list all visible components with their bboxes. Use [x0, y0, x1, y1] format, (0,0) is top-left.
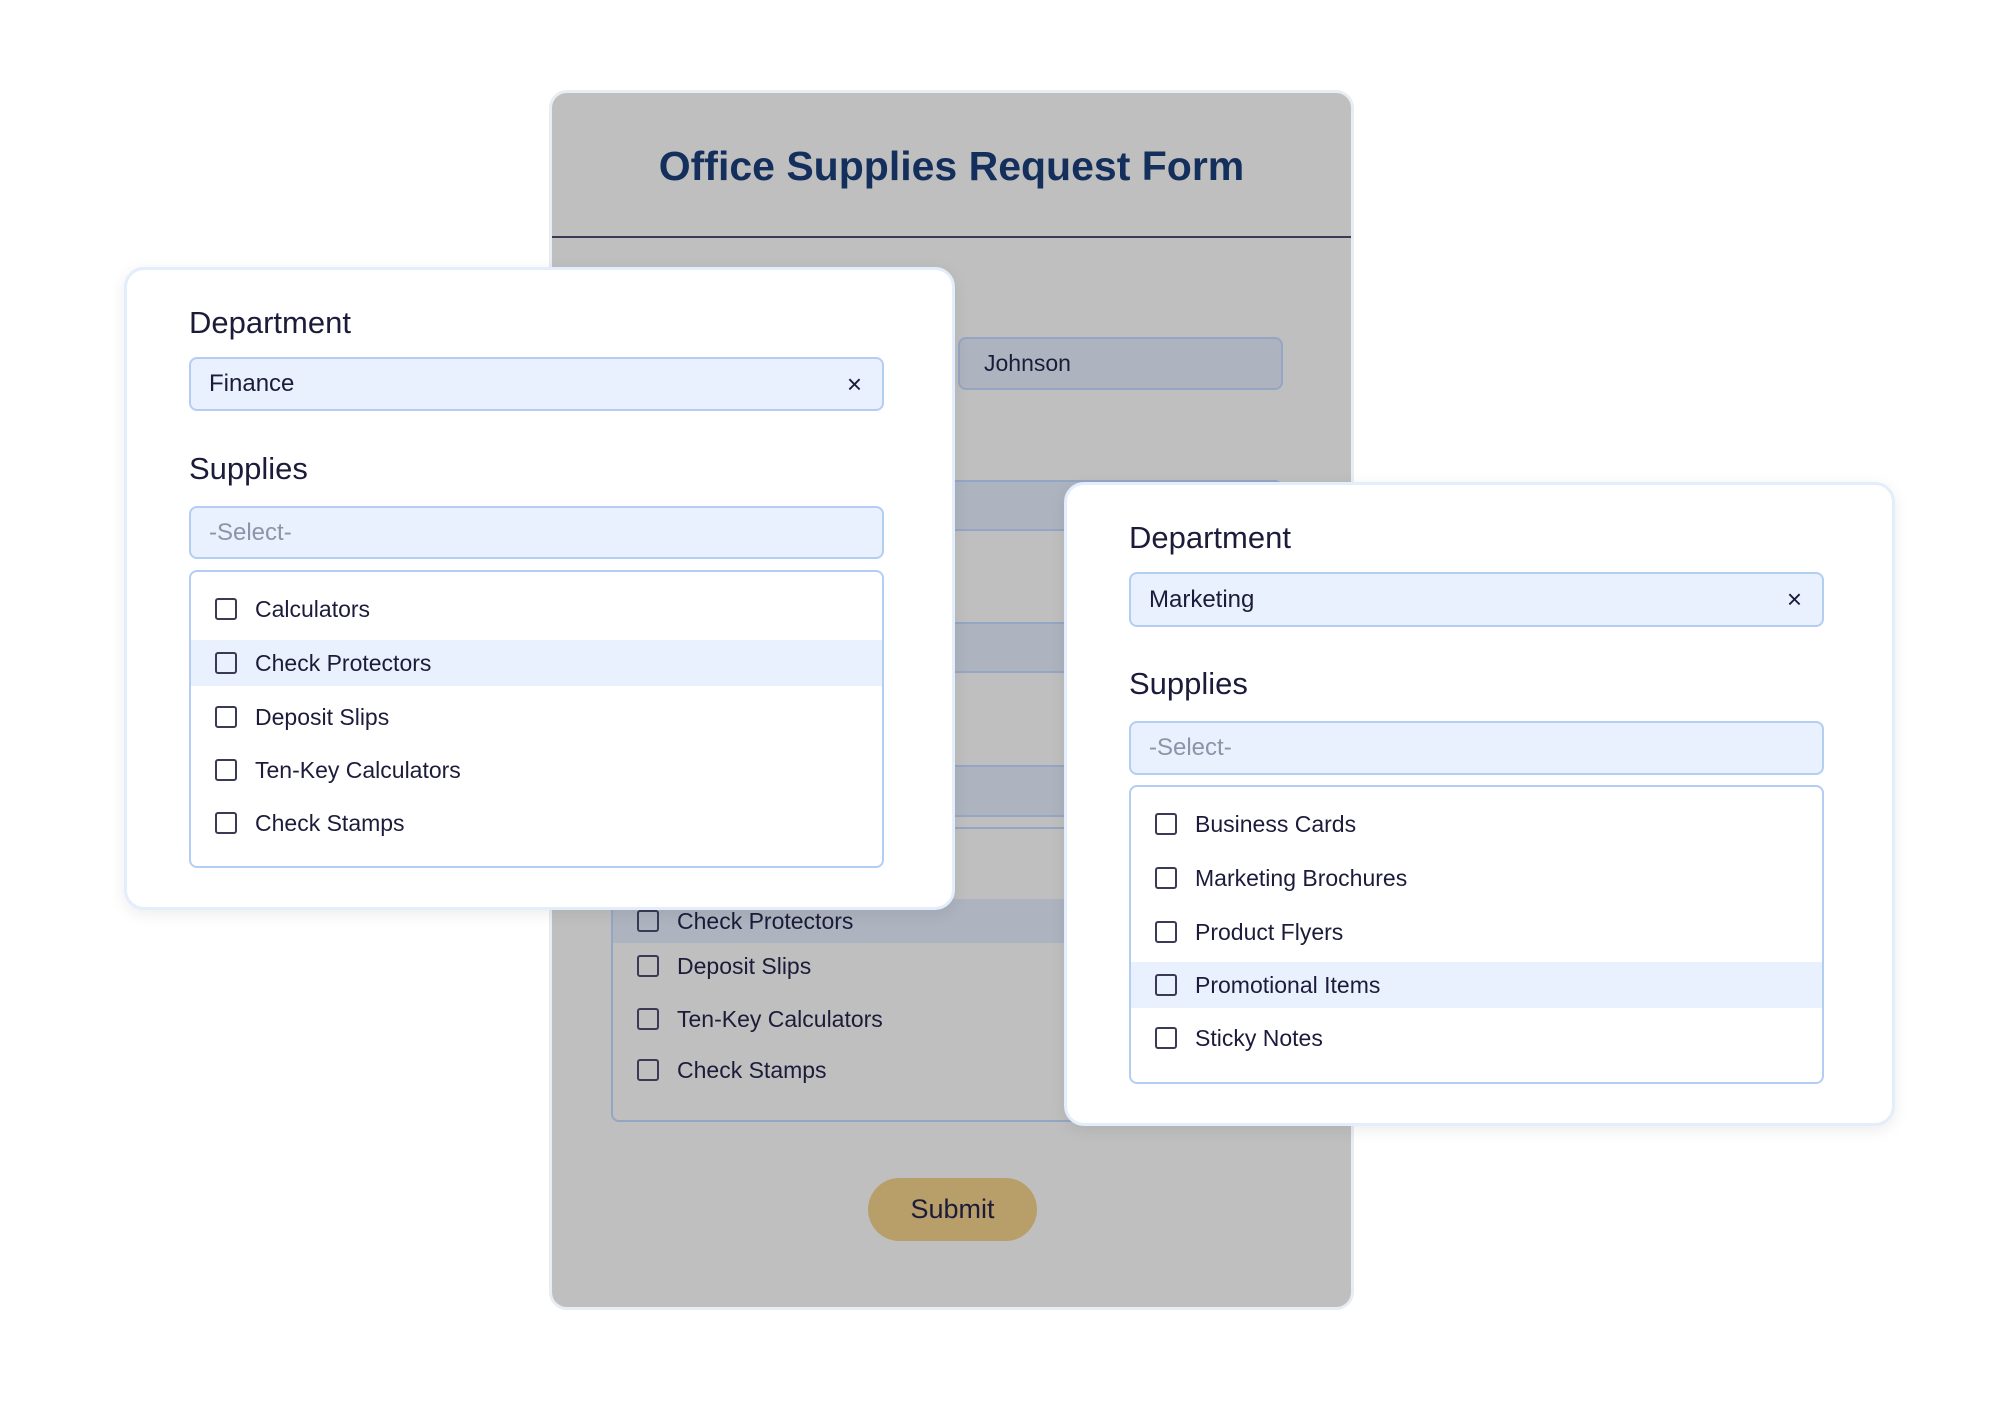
- checkbox[interactable]: [1155, 813, 1177, 835]
- select-placeholder: -Select-: [209, 518, 292, 546]
- list-item[interactable]: Sticky Notes: [1131, 1015, 1822, 1061]
- list-item[interactable]: Calculators: [191, 586, 882, 632]
- item-label: Ten-Key Calculators: [677, 1005, 883, 1032]
- list-item[interactable]: Business Cards: [1131, 801, 1822, 847]
- list-item[interactable]: Ten-Key Calculators: [191, 747, 882, 793]
- checkbox[interactable]: [215, 598, 237, 620]
- item-label: Product Flyers: [1195, 918, 1344, 945]
- department-value: Marketing: [1149, 585, 1255, 613]
- checkbox[interactable]: [1155, 867, 1177, 889]
- item-label: Check Stamps: [255, 809, 405, 836]
- item-label: Business Cards: [1195, 810, 1357, 837]
- item-label: Deposit Slips: [255, 703, 390, 730]
- checkbox[interactable]: [215, 706, 237, 728]
- supplies-label: Supplies: [1129, 666, 1248, 701]
- list-item[interactable]: Deposit Slips: [191, 694, 882, 740]
- checkbox[interactable]: [637, 955, 659, 977]
- list-item[interactable]: Check Protectors: [191, 640, 882, 686]
- checkbox[interactable]: [215, 759, 237, 781]
- item-label: Marketing Brochures: [1195, 864, 1408, 891]
- item-label: Deposit Slips: [677, 952, 812, 979]
- supplies-options-list: Calculators Check Protectors Deposit Sli…: [189, 570, 884, 868]
- department-input[interactable]: Marketing ×: [1129, 572, 1824, 627]
- item-label: Check Protectors: [677, 907, 854, 934]
- supplies-label: Supplies: [189, 451, 308, 486]
- department-label: Department: [1129, 520, 1291, 555]
- checkbox[interactable]: [1155, 1027, 1177, 1049]
- header-divider: [552, 236, 1351, 238]
- clear-icon[interactable]: ×: [1786, 584, 1802, 614]
- marketing-department-card: Department Marketing × Supplies -Select-…: [1064, 482, 1895, 1126]
- list-item[interactable]: Product Flyers: [1131, 909, 1822, 955]
- list-item[interactable]: Ten-Key Calculators: [613, 996, 1281, 1042]
- item-label: Ten-Key Calculators: [255, 756, 461, 783]
- list-item[interactable]: Deposit Slips: [613, 943, 1281, 989]
- last-name-input[interactable]: Johnson: [958, 337, 1283, 390]
- checkbox[interactable]: [637, 1059, 659, 1081]
- submit-button[interactable]: Submit: [868, 1178, 1037, 1241]
- checkbox[interactable]: [637, 910, 659, 932]
- finance-department-card: Department Finance × Supplies -Select- C…: [124, 267, 955, 910]
- department-label: Department: [189, 305, 351, 340]
- select-placeholder: -Select-: [1149, 734, 1232, 761]
- list-item[interactable]: Marketing Brochures: [1131, 855, 1822, 901]
- item-label: Calculators: [255, 595, 371, 622]
- checkbox[interactable]: [1155, 921, 1177, 943]
- last-name-value: Johnson: [984, 350, 1071, 376]
- list-item[interactable]: Check Stamps: [613, 1047, 1281, 1093]
- item-label: Promotional Items: [1195, 971, 1381, 998]
- supplies-options-list: Business Cards Marketing Brochures Produ…: [1129, 785, 1824, 1084]
- checkbox[interactable]: [215, 812, 237, 834]
- checkbox[interactable]: [1155, 974, 1177, 996]
- checkbox[interactable]: [215, 652, 237, 674]
- item-label: Sticky Notes: [1195, 1024, 1323, 1051]
- supplies-select[interactable]: -Select-: [1129, 721, 1824, 775]
- supplies-select[interactable]: -Select-: [189, 506, 884, 559]
- checkbox[interactable]: [637, 1008, 659, 1030]
- department-value: Finance: [209, 370, 295, 397]
- form-title: Office Supplies Request Form: [658, 143, 1245, 189]
- list-item[interactable]: Promotional Items: [1131, 962, 1822, 1008]
- item-label: Check Protectors: [255, 649, 432, 676]
- clear-icon[interactable]: ×: [846, 368, 862, 399]
- item-label: Check Stamps: [677, 1056, 827, 1083]
- department-input[interactable]: Finance ×: [189, 357, 884, 411]
- list-item[interactable]: Check Stamps: [191, 800, 882, 846]
